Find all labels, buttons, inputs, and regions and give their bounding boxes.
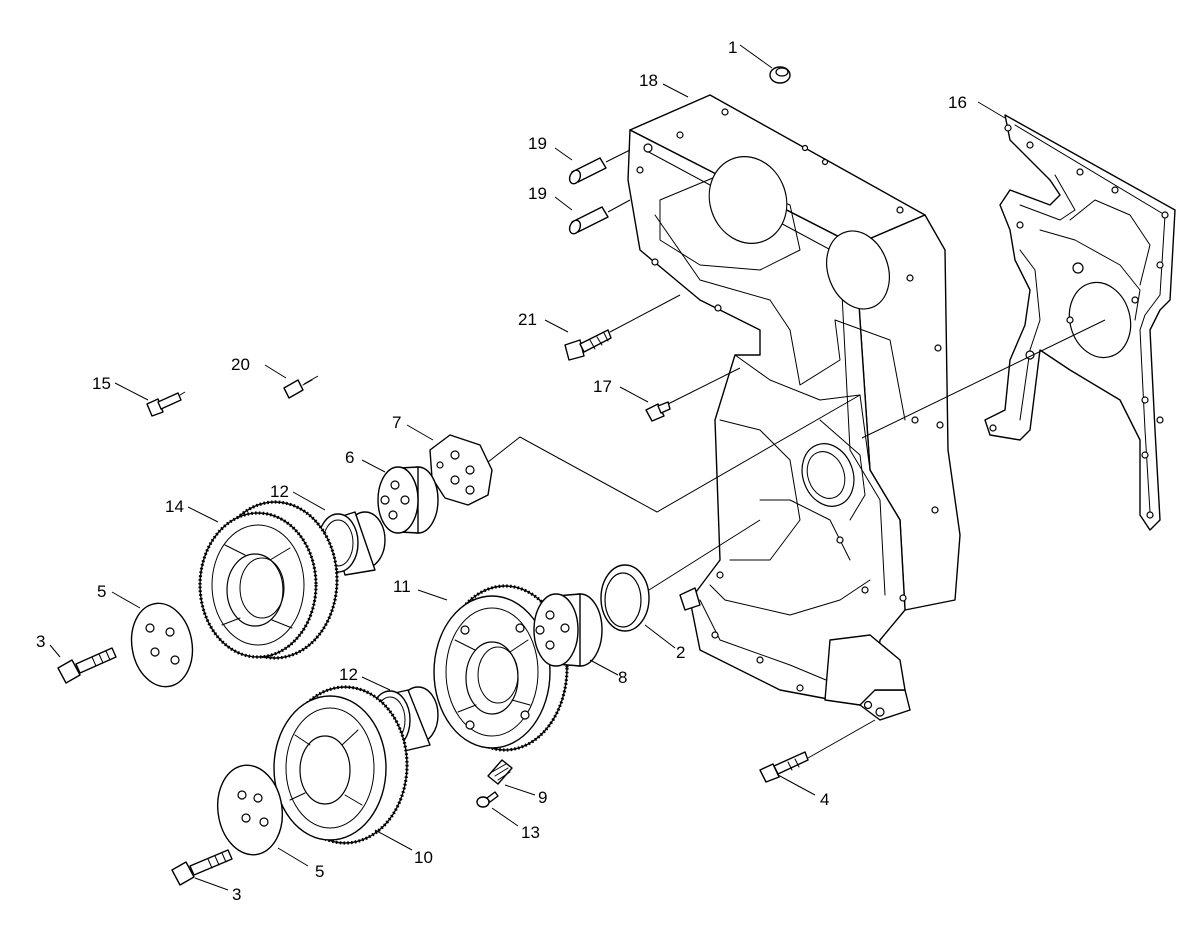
dowel-pin-lower — [568, 206, 609, 235]
gasket-part-16 — [984, 114, 1176, 531]
callout-5-lower: 5 — [315, 862, 324, 881]
spring-part-9 — [487, 759, 513, 785]
callout-12-lower: 12 — [339, 665, 358, 684]
hub-part-6 — [377, 466, 439, 534]
callout-10: 10 — [414, 848, 433, 867]
gear-part-14 — [198, 500, 339, 660]
gear-part-10 — [273, 685, 409, 845]
pin-part-20 — [283, 379, 313, 399]
assembly-lines — [49, 44, 1106, 891]
dowel-pin-upper — [568, 157, 607, 185]
bolt-upper-part-3 — [57, 647, 117, 684]
bolt-lower-part-3 — [171, 849, 233, 886]
callout-6: 6 — [345, 448, 354, 467]
callout-19-lower: 19 — [528, 184, 547, 203]
callout-13: 13 — [521, 823, 540, 842]
callout-16: 16 — [948, 93, 967, 112]
callout-2: 2 — [676, 643, 685, 662]
bolt-part-17 — [645, 401, 671, 422]
callout-17: 17 — [593, 377, 612, 396]
callout-14: 14 — [165, 497, 184, 516]
screw-part-13 — [476, 791, 499, 808]
bolt-part-21 — [564, 329, 612, 361]
hub-part-8 — [533, 593, 603, 667]
timing-case-housing — [627, 94, 961, 721]
callout-21: 21 — [518, 310, 537, 329]
bolt-part-15 — [146, 392, 182, 417]
callout-3-upper: 3 — [36, 632, 45, 651]
callout-7: 7 — [392, 413, 401, 432]
bolt-part-4 — [759, 751, 809, 783]
callout-8: 8 — [618, 668, 627, 687]
callout-5-upper: 5 — [97, 582, 106, 601]
washer-plate-upper-part-5 — [130, 602, 194, 688]
callout-3-lower: 3 — [232, 885, 241, 904]
callout-20: 20 — [231, 355, 250, 374]
callout-12-upper: 12 — [270, 482, 289, 501]
seal-ring-part-2 — [600, 564, 650, 632]
callout-labels: 1 18 16 19 19 21 15 20 17 7 6 12 14 5 11… — [36, 38, 967, 904]
washer-plate-lower-part-5 — [216, 764, 284, 856]
callout-4: 4 — [820, 790, 829, 809]
thrust-plate-part-7 — [429, 434, 493, 506]
callout-11: 11 — [393, 577, 411, 596]
callout-18: 18 — [639, 71, 658, 90]
callout-15: 15 — [92, 374, 111, 393]
callout-9: 9 — [538, 788, 547, 807]
callout-19-upper: 19 — [528, 134, 547, 153]
callout-1: 1 — [728, 38, 737, 57]
plug-part-1 — [769, 66, 791, 84]
